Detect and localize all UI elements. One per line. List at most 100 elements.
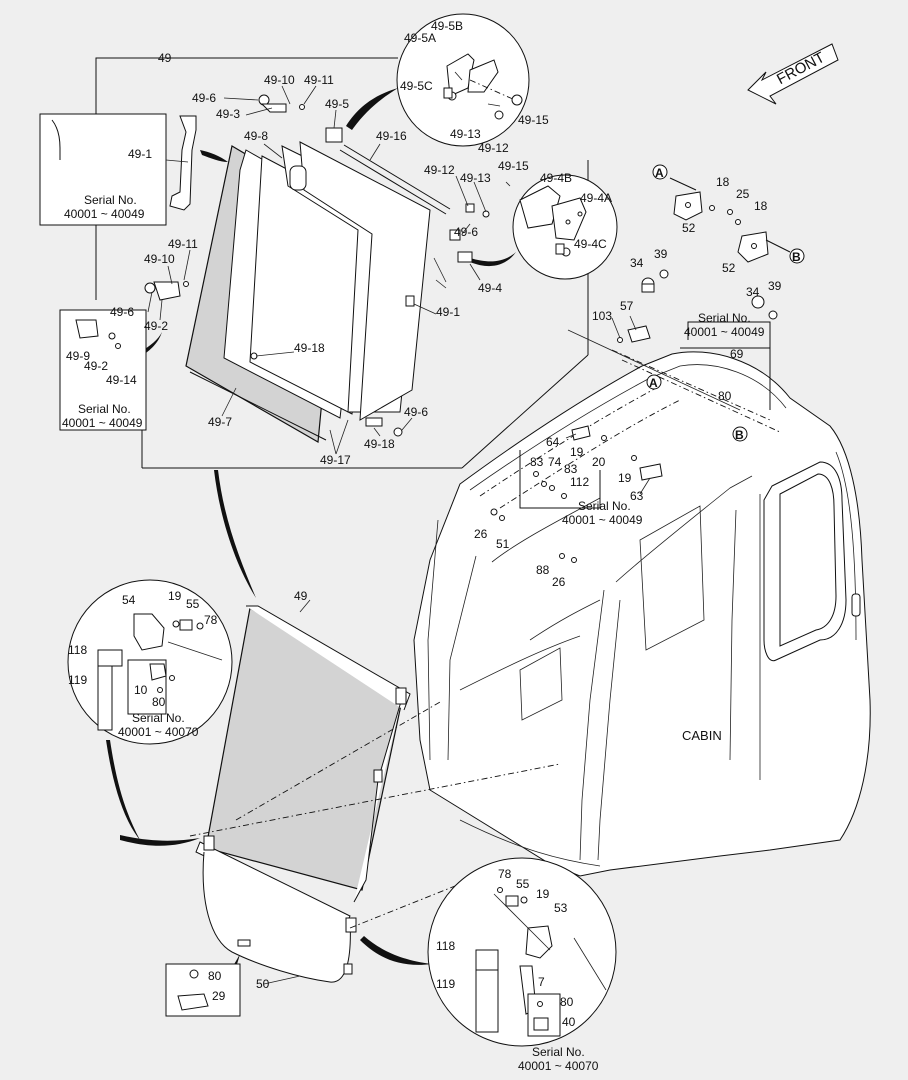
serial-c-line1: Serial No. bbox=[698, 311, 751, 325]
label-49-5: 49-5 bbox=[325, 97, 349, 111]
label-52-a: 52 bbox=[682, 221, 696, 235]
serial-inset-roof bbox=[519, 321, 771, 509]
serial-c-line2: 40001 ~ 40049 bbox=[684, 325, 765, 339]
handle-inset bbox=[165, 963, 241, 1017]
label-49-16: 49-16 bbox=[376, 129, 407, 143]
label-49-12-b: 49-12 bbox=[424, 163, 455, 177]
label-53: 53 bbox=[554, 901, 568, 915]
label-49-11-a: 49-11 bbox=[304, 73, 334, 87]
marker-b-cabin: B bbox=[735, 428, 744, 442]
latch-detail-circle-left bbox=[67, 579, 233, 745]
label-119-a: 119 bbox=[68, 673, 87, 687]
label-49-13-b: 49-13 bbox=[460, 171, 491, 185]
label-80-c: 80 bbox=[560, 995, 574, 1009]
serial-f-line1: Serial No. bbox=[532, 1045, 585, 1059]
label-26-a: 26 bbox=[474, 527, 488, 541]
label-88: 88 bbox=[536, 563, 550, 577]
label-55-b: 55 bbox=[516, 877, 530, 891]
label-51: 51 bbox=[496, 537, 510, 551]
label-49-14: 49-14 bbox=[106, 373, 137, 387]
label-49-9: 49-9 bbox=[66, 349, 90, 363]
label-49-15-b: 49-15 bbox=[498, 159, 529, 173]
marker-b-top: B bbox=[792, 250, 801, 264]
serial-d-line1: Serial No. bbox=[578, 499, 631, 513]
latch-detail-circle-right bbox=[427, 857, 617, 1047]
label-18-a: 18 bbox=[716, 175, 730, 189]
label-19-a: 19 bbox=[570, 445, 584, 459]
label-49-4b: 49-4B bbox=[540, 171, 572, 185]
label-29: 29 bbox=[212, 989, 226, 1003]
marker-a-cabin: A bbox=[649, 376, 658, 390]
label-112: 112 bbox=[570, 475, 589, 489]
hinge-detail-circle-top bbox=[396, 13, 530, 147]
label-18-b: 18 bbox=[754, 199, 768, 213]
label-80-a: 80 bbox=[718, 389, 732, 403]
serial-a-line2: 40001 ~ 40049 bbox=[64, 207, 145, 221]
cabin-label: CABIN bbox=[682, 728, 722, 743]
label-83-a: 83 bbox=[530, 455, 544, 469]
label-49-6-a: 49-6 bbox=[192, 91, 216, 105]
label-57: 57 bbox=[620, 299, 634, 313]
label-40: 40 bbox=[562, 1015, 576, 1029]
serial-inset-49-1 bbox=[39, 113, 197, 226]
label-49-3: 49-3 bbox=[216, 107, 240, 121]
front-arrow bbox=[747, 43, 839, 105]
label-25: 25 bbox=[736, 187, 750, 201]
label-63: 63 bbox=[630, 489, 644, 503]
label-19-c: 19 bbox=[168, 589, 182, 603]
label-49-10-b: 49-10 bbox=[144, 252, 175, 266]
label-39-b: 39 bbox=[768, 279, 782, 293]
label-118-b: 118 bbox=[436, 939, 455, 953]
label-49-4: 49-4 bbox=[478, 281, 502, 295]
label-50: 50 bbox=[256, 977, 270, 991]
label-49-5a: 49-5A bbox=[404, 31, 436, 45]
label-49-5c: 49-5C bbox=[400, 79, 433, 93]
label-49-2-a: 49-2 bbox=[144, 319, 168, 333]
label-49-6-c: 49-6 bbox=[110, 305, 134, 319]
label-7: 7 bbox=[538, 975, 545, 989]
label-49-1-b: 49-1 bbox=[436, 305, 460, 319]
serial-f-line2: 40001 ~ 40070 bbox=[518, 1059, 599, 1073]
serial-e-line1: Serial No. bbox=[132, 711, 185, 725]
label-49-18-a: 49-18 bbox=[294, 341, 325, 355]
hinge-detail-circle-right bbox=[512, 174, 618, 280]
label-49-5b: 49-5B bbox=[431, 19, 463, 33]
serial-b-line2: 40001 ~ 40049 bbox=[62, 416, 143, 430]
label-49-15-a: 49-15 bbox=[518, 113, 549, 127]
label-74: 74 bbox=[548, 455, 562, 469]
label-80-b: 80 bbox=[152, 695, 166, 709]
label-103: 103 bbox=[592, 309, 612, 323]
label-19-b: 19 bbox=[618, 471, 632, 485]
upper-window-assembly bbox=[144, 94, 490, 443]
cabin-body bbox=[413, 329, 871, 877]
label-49-17: 49-17 bbox=[320, 453, 351, 467]
marker-a-top: A bbox=[655, 166, 664, 180]
label-49-12-a: 49-12 bbox=[478, 141, 509, 155]
serial-b-line1: Serial No. bbox=[78, 402, 131, 416]
label-39-a: 39 bbox=[654, 247, 668, 261]
label-49-10-a: 49-10 bbox=[264, 73, 295, 87]
label-19-d: 19 bbox=[536, 887, 550, 901]
leader-lines bbox=[147, 85, 651, 985]
lower-door-panel bbox=[189, 605, 561, 983]
serial-inset-49-2 bbox=[59, 309, 147, 431]
label-55-a: 55 bbox=[186, 597, 200, 611]
label-49-2-b: 49-2 bbox=[84, 359, 108, 373]
label-34-a: 34 bbox=[630, 256, 644, 270]
label-49-top: 49 bbox=[158, 51, 172, 65]
label-49-7: 49-7 bbox=[208, 415, 232, 429]
serial-e-line2: 40001 ~ 40070 bbox=[118, 725, 199, 739]
label-119-b: 119 bbox=[436, 977, 455, 991]
label-83-b: 83 bbox=[564, 462, 578, 476]
label-49-1-a: 49-1 bbox=[128, 147, 152, 161]
label-34-b: 34 bbox=[746, 285, 760, 299]
label-118-a: 118 bbox=[68, 643, 87, 657]
label-20: 20 bbox=[592, 455, 606, 469]
label-10: 10 bbox=[134, 683, 148, 697]
label-49-6-d: 49-6 bbox=[404, 405, 428, 419]
label-78-a: 78 bbox=[204, 613, 218, 627]
label-49-4c: 49-4C bbox=[574, 237, 607, 251]
label-54: 54 bbox=[122, 593, 136, 607]
